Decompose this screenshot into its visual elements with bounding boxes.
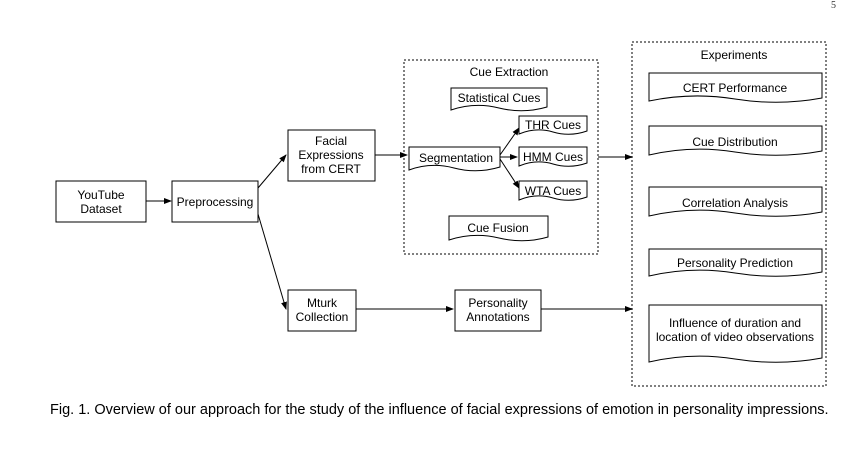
statistical-cues-label: Statistical Cues xyxy=(458,91,541,105)
mturk-line-2: Collection xyxy=(296,310,349,324)
arrow-segmentation-thr xyxy=(499,127,520,156)
cert-performance-doc: CERT Performance xyxy=(648,72,823,103)
page-number: 5 xyxy=(831,0,836,11)
facial-line-1: Facial xyxy=(315,134,347,148)
experiments-group xyxy=(631,41,827,387)
cue-fusion-doc: Cue Fusion xyxy=(448,215,549,242)
cue-distribution-doc: Cue Distribution xyxy=(648,125,823,156)
figure-caption: Fig. 1. Overview of our approach for the… xyxy=(50,402,829,418)
personality-prediction-doc: Personality Prediction xyxy=(648,248,823,277)
segmentation-doc: Segmentation xyxy=(408,146,501,172)
preprocessing-label: Preprocessing xyxy=(177,195,254,209)
facial-expressions-box: Facial Expressions from CERT xyxy=(287,129,376,182)
mturk-collection-box: Mturk Collection xyxy=(287,289,357,332)
youtube-dataset-line-2: Dataset xyxy=(80,202,122,216)
cue-extraction-group xyxy=(403,59,599,255)
cert-performance-label: CERT Performance xyxy=(683,81,788,95)
preprocessing-box: Preprocessing xyxy=(171,180,259,223)
cue-distribution-label: Cue Distribution xyxy=(692,135,777,149)
statistical-cues-doc: Statistical Cues xyxy=(450,87,548,112)
arrow-segmentation-wta xyxy=(499,158,520,189)
cue-extraction-title: Cue Extraction xyxy=(470,65,549,79)
wta-cues-label: WTA Cues xyxy=(525,184,581,198)
mturk-line-1: Mturk xyxy=(307,296,338,310)
facial-line-3: from CERT xyxy=(301,162,361,176)
arrow-preprocessing-mturk xyxy=(257,213,287,310)
correlation-analysis-label: Correlation Analysis xyxy=(682,196,788,210)
wta-cues-doc: WTA Cues xyxy=(518,180,588,201)
diagram: Cue Extraction Experiments YouTube Datas… xyxy=(55,41,827,387)
influence-line-2: location of video observations xyxy=(656,330,814,344)
personality-prediction-label: Personality Prediction xyxy=(677,256,793,270)
segmentation-label: Segmentation xyxy=(419,151,493,165)
influence-doc: Influence of duration and location of vi… xyxy=(648,304,823,363)
hmm-cues-label: HMM Cues xyxy=(523,150,583,164)
experiments-title: Experiments xyxy=(701,48,768,62)
personality-annotations-box: Personality Annotations xyxy=(454,289,542,332)
cue-fusion-label: Cue Fusion xyxy=(467,221,528,235)
thr-cues-doc: THR Cues xyxy=(518,115,588,135)
correlation-analysis-doc: Correlation Analysis xyxy=(648,186,823,217)
connectors xyxy=(146,127,633,312)
youtube-dataset-box: YouTube Dataset xyxy=(55,180,147,223)
annotations-line-1: Personality xyxy=(468,296,527,310)
influence-line-1: Influence of duration and xyxy=(669,316,801,330)
annotations-line-2: Annotations xyxy=(466,310,529,324)
hmm-cues-doc: HMM Cues xyxy=(518,146,588,167)
arrow-preprocessing-facial xyxy=(257,154,287,189)
thr-cues-label: THR Cues xyxy=(525,118,581,132)
facial-line-2: Expressions xyxy=(298,148,363,162)
youtube-dataset-line-1: YouTube xyxy=(77,188,124,202)
